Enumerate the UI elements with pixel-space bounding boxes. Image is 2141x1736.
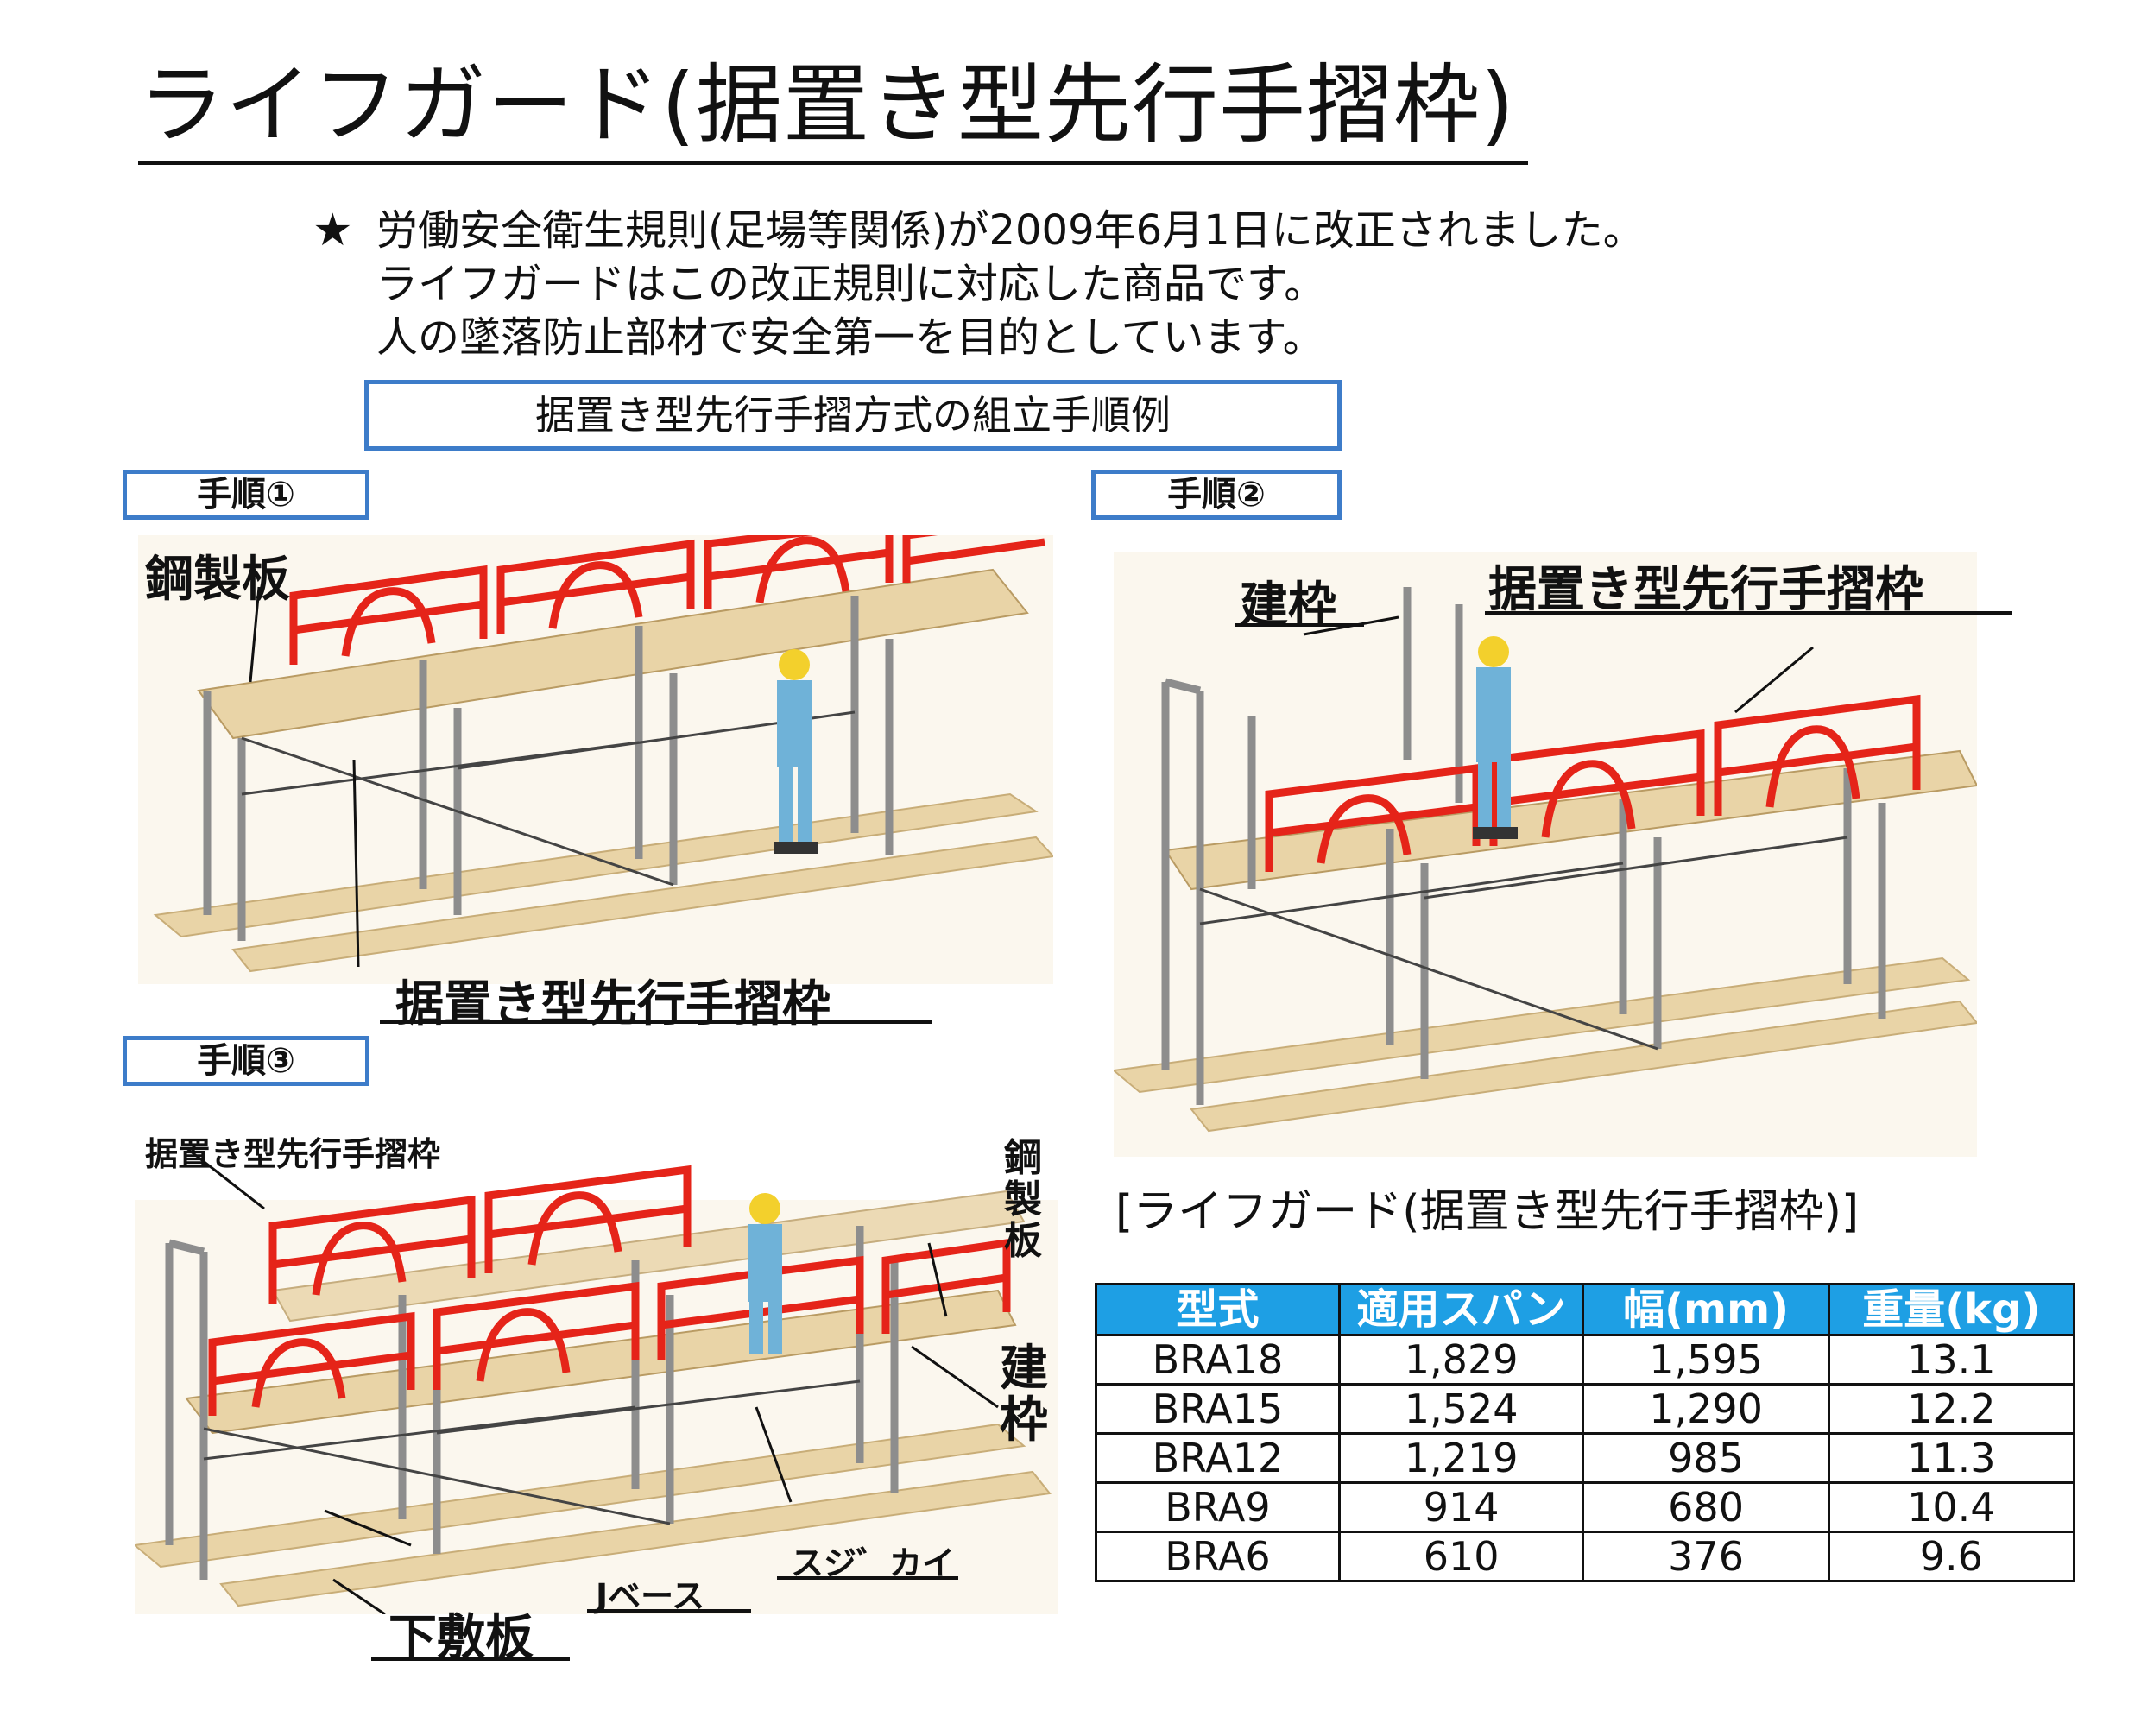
cell-model: BRA15 [1095, 1383, 1341, 1435]
cell-span: 914 [1337, 1481, 1585, 1533]
assembly-procedure-heading: 据置き型先行手摺方式の組立手順例 [364, 380, 1342, 451]
note-line-3: 人の墜落防止部材で安全第一を目的としています。 [376, 313, 1324, 362]
step-3-illustration [135, 1146, 1058, 1614]
cell-model: BRA18 [1095, 1334, 1341, 1386]
step-3-brace-label: スジ゛カイ [791, 1544, 956, 1582]
cell-width: 680 [1582, 1481, 1830, 1533]
header-width: 幅(mm) [1582, 1283, 1830, 1336]
cell-width: 1,290 [1582, 1383, 1830, 1435]
step-2-label: 手順② [1091, 470, 1342, 520]
header-span: 適用スパン [1337, 1283, 1585, 1336]
table-caption: [ライフガード(据置き型先行手摺枠)] [1115, 1186, 1860, 1238]
cell-model: BRA12 [1095, 1432, 1341, 1484]
cell-weight: 12.2 [1827, 1383, 2076, 1435]
cell-width: 376 [1582, 1531, 1830, 1582]
step-3-railing-frame-label: 据置き型先行手摺枠 [145, 1135, 441, 1173]
note-line-2: ライフガードはこの改正規則に対応した商品です。 [376, 260, 1326, 308]
cell-weight: 13.1 [1827, 1334, 2076, 1386]
cell-model: BRA9 [1095, 1481, 1341, 1533]
cell-model: BRA6 [1095, 1531, 1341, 1582]
step-1-illustration [138, 535, 1053, 984]
star-icon: ★ [313, 205, 353, 256]
spec-table: 型式 適用スパン 幅(mm) 重量(kg) BRA18 1,829 1,595 … [1095, 1283, 2076, 1582]
cell-width: 1,595 [1582, 1334, 1830, 1386]
step-1-railing-frame-label: 据置き型先行手摺枠 [395, 976, 831, 1032]
step-3-label: 手順③ [123, 1036, 369, 1086]
worker-icon [748, 1193, 782, 1354]
step-2-illustration [1114, 552, 1977, 1157]
step-1-label: 手順① [123, 470, 369, 520]
step-3-sill-plank-label: 下敷板 [388, 1610, 534, 1666]
table-row: BRA15 1,524 1,290 12.2 [1095, 1383, 2076, 1435]
page-title: ライフガード(据置き型先行手摺枠) [138, 54, 1516, 155]
step-3-j-base-label: Jベース [596, 1577, 705, 1615]
step-3-brace-underline [777, 1576, 958, 1580]
step-3-frame-label: 建枠 [1000, 1341, 1048, 1449]
table-header-row: 型式 適用スパン 幅(mm) 重量(kg) [1095, 1283, 2076, 1336]
table-row: BRA9 914 680 10.4 [1095, 1481, 2076, 1533]
cell-span: 1,219 [1337, 1432, 1585, 1484]
step-2-frame-underline [1235, 623, 1364, 627]
table-row: BRA18 1,829 1,595 13.1 [1095, 1334, 2076, 1386]
step-3-j-base-underline [587, 1609, 751, 1613]
worker-icon [1473, 636, 1518, 839]
step-3-sill-plank-underline [371, 1657, 570, 1661]
cell-width: 985 [1582, 1432, 1830, 1484]
header-weight: 重量(kg) [1827, 1283, 2076, 1336]
cell-weight: 9.6 [1827, 1531, 2076, 1582]
cell-span: 1,524 [1337, 1383, 1585, 1435]
step-2-label-underline [1485, 611, 2012, 615]
worker-icon [774, 649, 818, 854]
header-model: 型式 [1095, 1283, 1341, 1336]
step-3-steel-plank-label: 鋼製板 [1004, 1136, 1042, 1263]
table-row: BRA6 610 376 9.6 [1095, 1531, 2076, 1582]
cell-weight: 11.3 [1827, 1432, 2076, 1484]
step-1-steel-plank-label: 鋼製板 [145, 552, 290, 608]
cell-span: 1,829 [1337, 1334, 1585, 1386]
cell-weight: 10.4 [1827, 1481, 2076, 1533]
cell-span: 610 [1337, 1531, 1585, 1582]
step-1-label-underline [380, 1020, 932, 1024]
title-underline [138, 161, 1528, 165]
table-row: BRA12 1,219 985 11.3 [1095, 1432, 2076, 1484]
step-2-railing-frame-label: 据置き型先行手摺枠 [1488, 562, 1923, 618]
note-line-1: 労働安全衛生規則(足場等関係)が2009年6月1日に改正されました。 [376, 206, 1645, 255]
